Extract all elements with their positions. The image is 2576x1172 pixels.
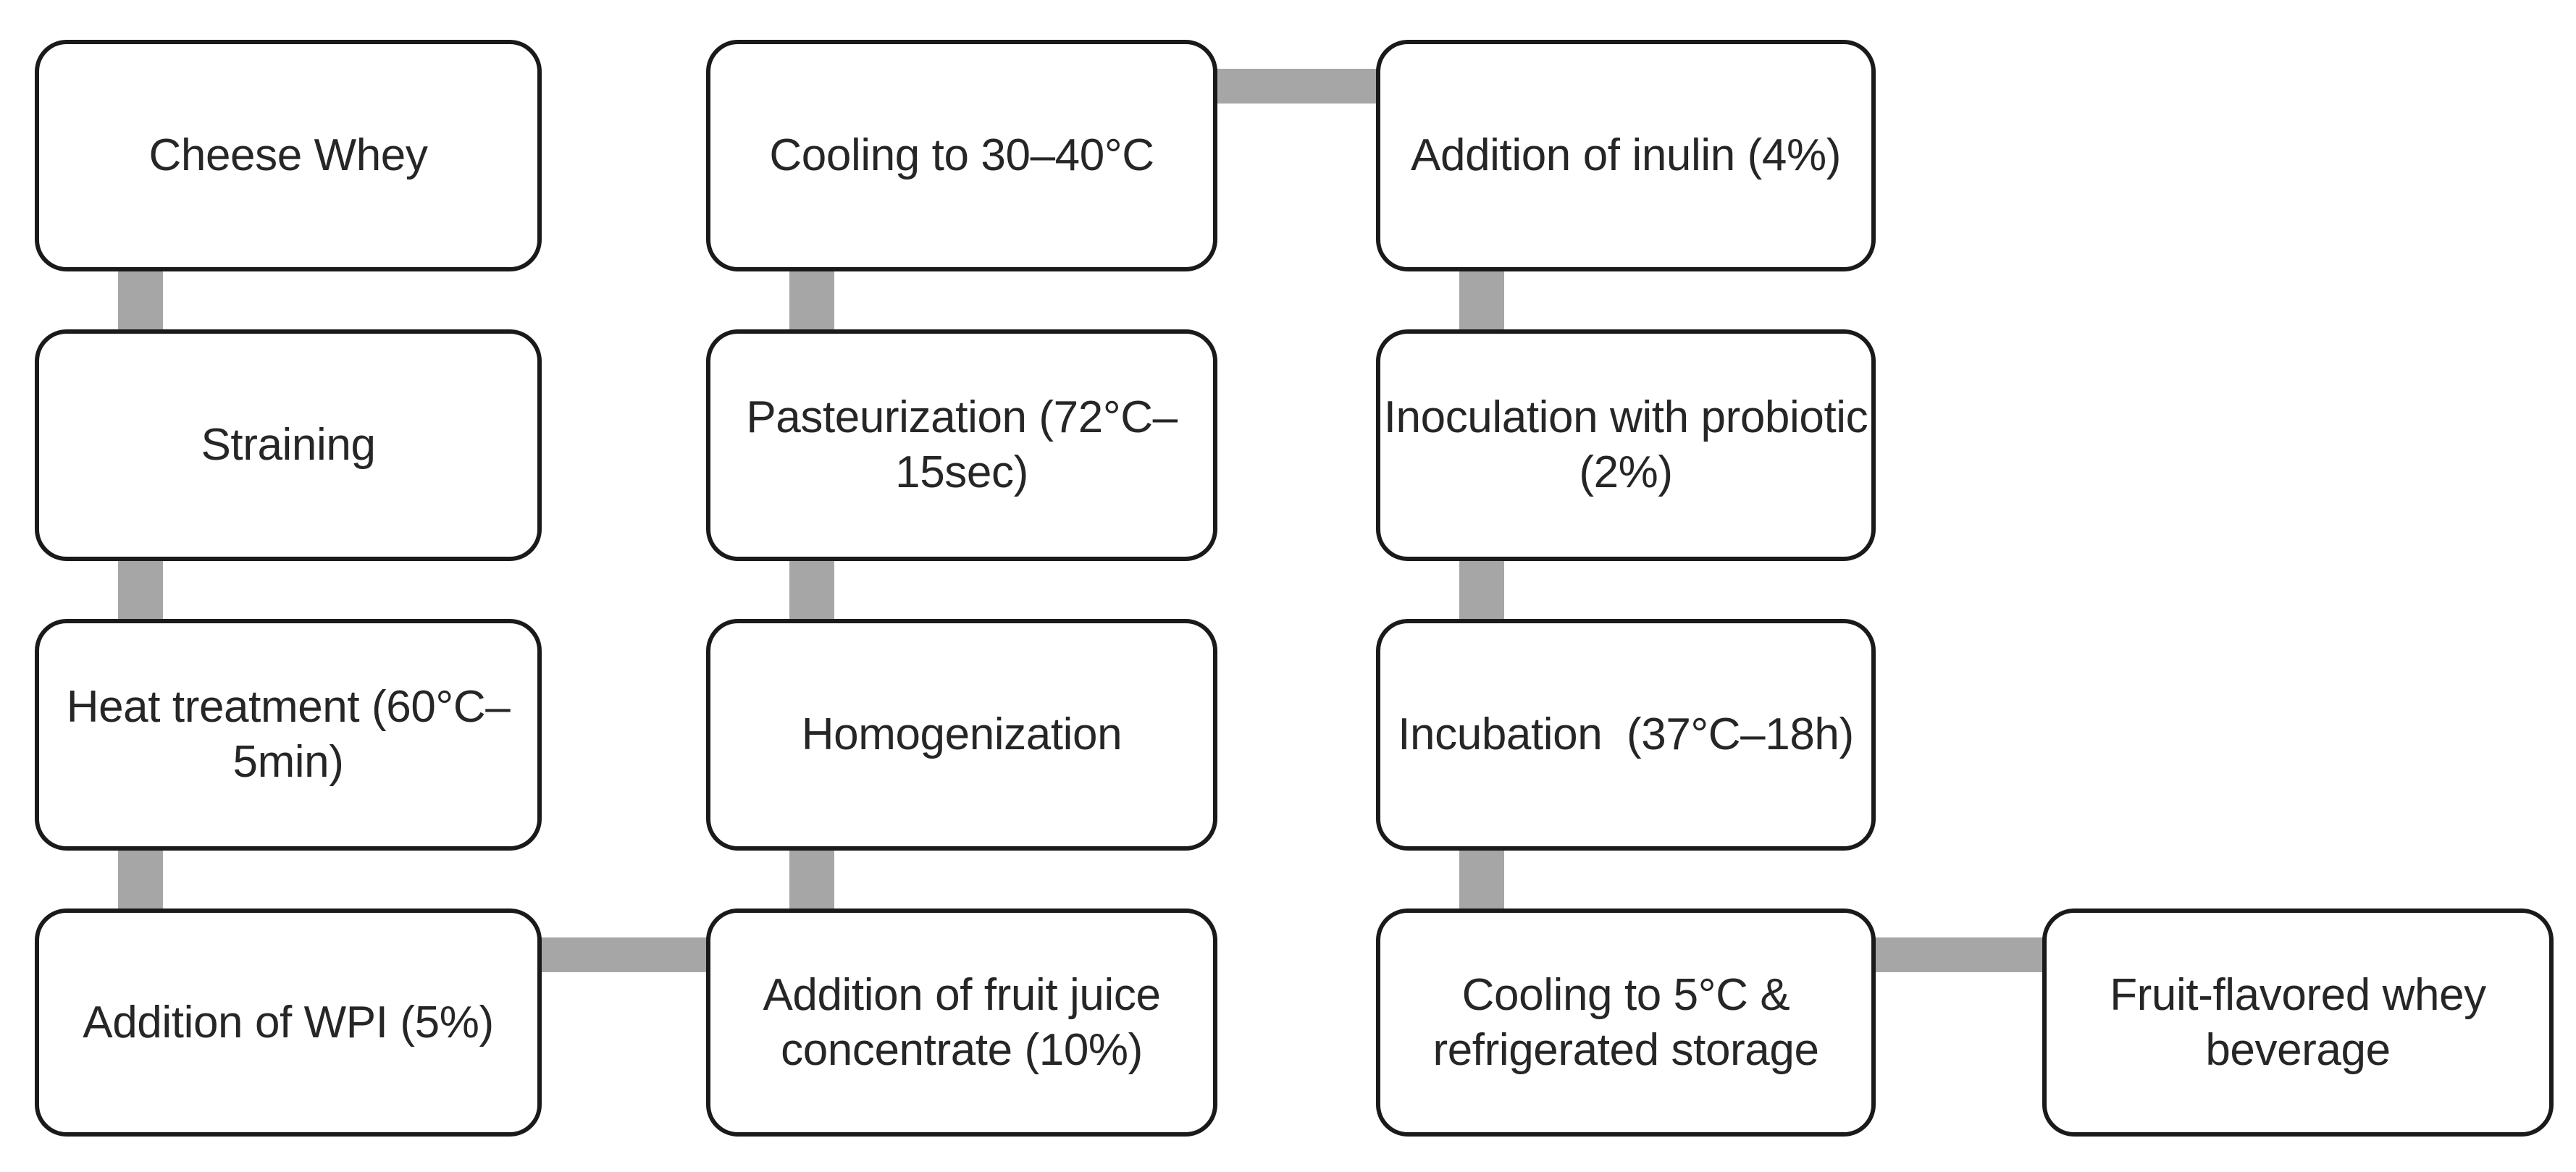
node-pasteurization-label: Pasteurization (72°C–15sec) bbox=[746, 392, 1178, 497]
connector-cooling-to-pasteurization bbox=[789, 261, 834, 340]
connector-cooling-to-inulin bbox=[1209, 69, 1387, 104]
node-addition-of-inulin[interactable]: Addition of inulin (4%) bbox=[1376, 40, 1876, 271]
node-cooling-to-30-40[interactable]: Cooling to 30–40°C bbox=[706, 40, 1217, 271]
node-addition-of-wpi[interactable]: Addition of WPI (5%) bbox=[35, 908, 542, 1137]
node-cheese-whey-label: Cheese Whey bbox=[148, 130, 428, 181]
node-addition-of-fruit-juice-concentrate[interactable]: Addition of fruit juice concentrate (10%… bbox=[706, 908, 1217, 1137]
connector-inoculation-to-incubation bbox=[1459, 550, 1504, 630]
connector-cooling-storage-to-final-product bbox=[1868, 937, 2050, 972]
node-fruit-flavored-whey-beverage[interactable]: Fruit-flavored whey beverage bbox=[2042, 908, 2554, 1137]
node-cooling-to-30-40-label: Cooling to 30–40°C bbox=[769, 130, 1154, 181]
connector-pasteurization-to-homogenization bbox=[789, 550, 834, 630]
connector-inulin-to-inoculation bbox=[1459, 261, 1504, 340]
node-pasteurization[interactable]: Pasteurization (72°C–15sec) bbox=[706, 329, 1217, 561]
node-fruit-flavored-whey-beverage-label: Fruit-flavored whey beverage bbox=[2110, 969, 2499, 1075]
node-incubation-label: Incubation (37°C–18h) bbox=[1398, 709, 1854, 760]
connector-heat-treatment-to-addition-wpi bbox=[118, 840, 163, 919]
node-addition-of-inulin-label: Addition of inulin (4%) bbox=[1411, 130, 1841, 181]
connector-straining-to-heat-treatment bbox=[118, 550, 163, 630]
connector-homogenization-to-fruit-juice bbox=[789, 840, 834, 919]
node-homogenization[interactable]: Homogenization bbox=[706, 619, 1217, 851]
node-inoculation-with-probiotic[interactable]: Inoculation with probiotic (2%) bbox=[1376, 329, 1876, 561]
node-heat-treatment[interactable]: Heat treatment (60°C–5min) bbox=[35, 619, 542, 851]
node-cooling-and-refrigerated-storage[interactable]: Cooling to 5°C & refrigerated storage bbox=[1376, 908, 1876, 1137]
node-incubation[interactable]: Incubation (37°C–18h) bbox=[1376, 619, 1876, 851]
node-addition-of-fruit-juice-concentrate-label: Addition of fruit juice concentrate (10%… bbox=[763, 969, 1173, 1075]
node-addition-of-wpi-label: Addition of WPI (5%) bbox=[83, 997, 494, 1047]
node-straining-label: Straining bbox=[201, 420, 376, 471]
node-homogenization-label: Homogenization bbox=[801, 709, 1123, 760]
node-heat-treatment-label: Heat treatment (60°C–5min) bbox=[66, 682, 511, 787]
node-cooling-and-refrigerated-storage-label: Cooling to 5°C & refrigerated storage bbox=[1432, 969, 1819, 1075]
node-straining[interactable]: Straining bbox=[35, 329, 542, 561]
node-inoculation-with-probiotic-label: Inoculation with probiotic (2%) bbox=[1383, 392, 1881, 497]
node-cheese-whey[interactable]: Cheese Whey bbox=[35, 40, 542, 271]
connector-addition-wpi-to-fruit-juice bbox=[534, 937, 714, 972]
connector-cheese-whey-to-straining bbox=[118, 261, 163, 340]
connector-incubation-to-cooling-storage bbox=[1459, 840, 1504, 919]
